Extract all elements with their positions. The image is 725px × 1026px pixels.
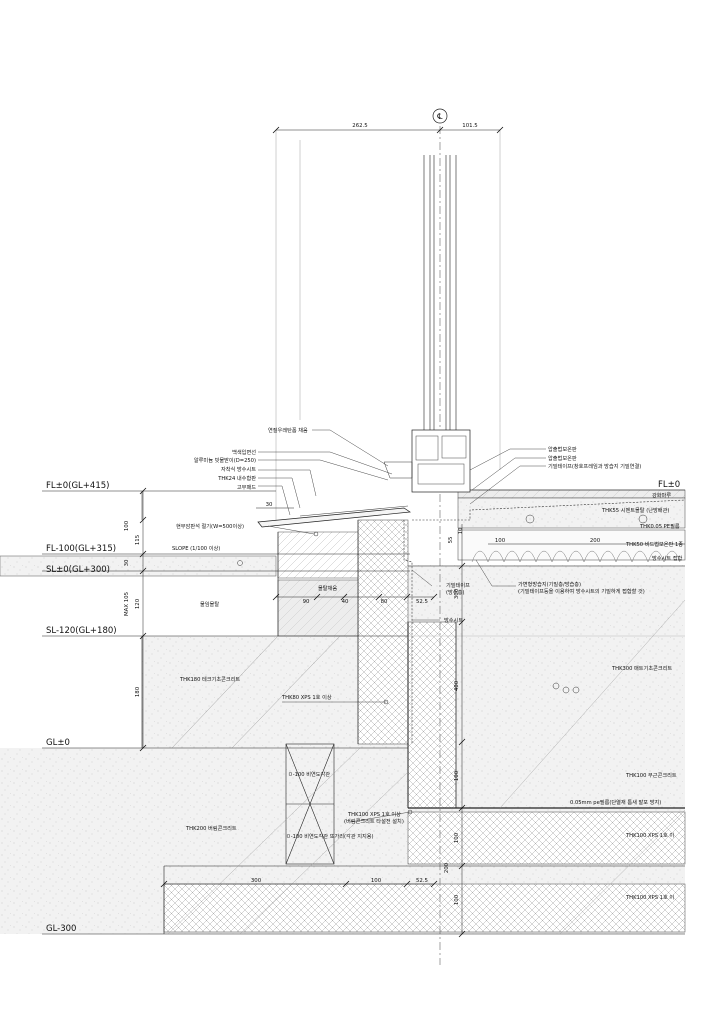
level-sl120-label: SL-120(GL+180) [46, 626, 117, 636]
level-sl0-label: SL±0(GL+300) [46, 565, 110, 575]
note-var-vapor2: (기밀테이프등을 이용하여 방수시트의 기밀하게 접합할 것) [518, 587, 645, 595]
note-urethane-fill: 연질우레탄폼 채움 [268, 426, 308, 434]
note-thk100-xps-a2: (버림콘크리트 타설전 설치) [344, 817, 404, 825]
note-drain-cut: 현무암판석 절기(W=500이상) [176, 522, 244, 530]
xps-vertical-inner [357, 519, 409, 745]
dim-v100: 100 [124, 520, 130, 531]
note-thk180: THK180 테크기초콘크리트 [179, 675, 240, 683]
note-thk100-xps-a: THK100 XPS 1호 이상 [347, 810, 401, 818]
dim-h100-b: 100 [371, 878, 382, 884]
note-thk80: THK80 XPS 1호 이상 [281, 693, 332, 701]
dim-v30: 30 [124, 559, 130, 566]
note-airtight-tape: 기밀테이프 [446, 581, 470, 589]
level-fl0-right-label: FL±0 [658, 480, 680, 490]
dim-v200-b: 200 [444, 862, 450, 873]
dim-v55: 55 [448, 537, 454, 544]
note-thk24: THK24 내수합판 [217, 474, 256, 482]
dim-v10: 10 [458, 527, 464, 534]
dim-h90: 90 [303, 599, 310, 605]
centerline-marker [432, 108, 448, 124]
dim-v100-b2: 100 [454, 832, 460, 843]
xps-bottom-slab [163, 883, 686, 933]
note-self-adhesive: 자착식 방수시트 [221, 465, 256, 473]
dim-h100-top: 100 [495, 538, 506, 544]
dim-h52-5: 52.5 [416, 599, 428, 605]
note-white-sealant: 백색입면선 [232, 448, 256, 456]
level-fl0-label: FL±0(GL+415) [46, 481, 109, 491]
dim-v300: 300 [454, 588, 460, 599]
note-pe-film: 0.05mm pe필름(단열재 틈새 발포 방지) [570, 798, 661, 806]
note-thk55: THK55 시멘트몰탈 (난방배관) [601, 506, 669, 514]
dim-top-right: 101.5 [462, 123, 477, 129]
note-rubble: 물임몰탈 [200, 600, 219, 608]
note-thk100-lean: THK100 무근콘크리트 [625, 771, 677, 779]
note-pipe-top: ㅁ-100 비연도각관 [288, 770, 330, 778]
note-airtight-frame: 기밀테이프(창호프레임과 방습지 기밀연결) [548, 462, 641, 470]
dim-v400: 400 [454, 680, 460, 691]
mortar-fill-block [277, 531, 359, 579]
dim-v100-b3: 100 [454, 894, 460, 905]
note-thk100-xps-b: THK100 XPS 1호 이 [625, 831, 674, 839]
floor-finish [457, 489, 686, 499]
dim-v180: 180 [135, 686, 141, 697]
note-waterproof-layer: (방수층) [446, 588, 464, 596]
dim-v120: 120 [135, 598, 141, 609]
level-fl100-label: FL-100(GL+315) [46, 544, 116, 554]
dim-h52-5-b: 52.5 [416, 878, 428, 884]
note-alu-plate: 알루미늄 빗물받이(D=250) [194, 456, 256, 464]
dim-h40: 40 [342, 599, 349, 605]
note-thk300-mat: THK300 매트기초콘크리트 [611, 664, 672, 672]
centerline-symbol: ℄ [437, 112, 443, 121]
note-var-vapor: 가변형방습지(기밀층/방습층) [518, 580, 581, 588]
dim-v100-b1: 100 [454, 770, 460, 781]
dim-30: 30 [266, 502, 273, 508]
dim-h200-top: 200 [590, 538, 601, 544]
note-press-b: 압출법보온판 [548, 454, 577, 462]
dim-max105: MAX 105 [124, 592, 130, 616]
level-gl0-label: GL±0 [46, 738, 70, 748]
note-thk200: THK200 버림콘크리트 [185, 824, 237, 832]
dim-h80: 80 [381, 599, 388, 605]
note-slope: SLOPE (1/100 이상) [172, 544, 220, 552]
bead-insulation-layer [457, 529, 686, 561]
note-thk0-05: THK0.05 PE필름 [639, 523, 680, 530]
note-thk50: THK50 비드법보온판 1종 [625, 540, 683, 548]
dim-v115: 115 [135, 535, 141, 545]
note-mortar-fill: 몰탈채움 [318, 584, 337, 592]
paving-slab [0, 555, 277, 577]
note-pipe-bottom: ㅁ-100 비연도각관 또가리(각관 지지용) [286, 832, 374, 840]
note-rubber: 고무패드 [237, 483, 256, 491]
note-waterproof-sheet: 방수시트 [444, 616, 463, 624]
cement-mortar-layer [457, 497, 686, 529]
dim-top-left: 262.5 [352, 123, 367, 129]
level-gl300-label: GL-300 [46, 924, 76, 934]
note-thk100-xps-c: THK100 XPS 1호 이 [625, 893, 674, 901]
note-wp-sheet-r: 방수시트 접합 [652, 554, 683, 562]
xps-under-slab [407, 811, 686, 865]
dim-h300-b: 300 [251, 878, 262, 884]
note-press-a: 압출법보온판 [548, 445, 577, 453]
xps-vertical-outer [407, 621, 457, 809]
note-finish: 강화마루 [652, 491, 671, 499]
